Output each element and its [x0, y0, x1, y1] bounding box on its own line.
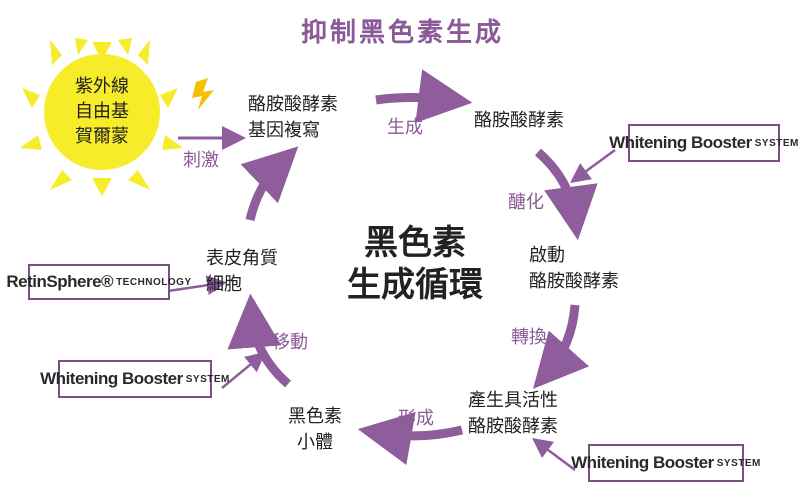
- sun-icon: [20, 38, 183, 196]
- center-label: 黑色素 生成循環: [325, 222, 505, 306]
- node-gene-line2: 基因複寫: [248, 120, 320, 141]
- node-enzyme-line1: 酪胺酸酵素: [474, 110, 564, 131]
- badge-main-text: Whitening Booster: [609, 133, 752, 152]
- label-form: 形成: [398, 408, 434, 429]
- badge-sub-text: SYSTEM: [754, 137, 799, 149]
- node-keratinocyte-line2: 細胞: [206, 274, 242, 295]
- node-active-line2: 酪胺酸酵素: [468, 416, 558, 437]
- arrow-convert: [533, 304, 590, 389]
- label-move: 移動: [272, 332, 308, 353]
- label-stimulus: 刺激: [183, 150, 219, 171]
- label-generate: 生成: [387, 117, 423, 138]
- sun-line-hormone: 賀爾蒙: [75, 126, 129, 147]
- center-line2: 生成循環: [347, 265, 483, 305]
- arrow-booster-enzyme: [569, 148, 616, 183]
- arrow-form: [357, 411, 464, 466]
- arrow-generate: [375, 69, 473, 123]
- arrow-glycosylation: [534, 148, 598, 241]
- node-melanosome: 黑色素 小體: [288, 404, 342, 456]
- node-gene-transcription: 酪胺酸酵素 基因複寫: [248, 92, 338, 144]
- node-active-line1: 產生具活性: [468, 390, 558, 411]
- node-keratinocyte: 表皮角質 細胞: [206, 246, 278, 298]
- arrow-retinsphere: [167, 275, 227, 296]
- node-active-enzyme: 產生具活性 酪胺酸酵素: [468, 388, 558, 440]
- badge-sub-text: TECHNOLOGY: [116, 276, 192, 288]
- center-line1: 黑色素: [364, 223, 466, 263]
- node-activate: 啟動 酪胺酸酵素: [529, 243, 619, 295]
- label-glycosylation: 醣化: [508, 192, 544, 213]
- node-keratinocyte-line1: 表皮角質: [206, 248, 278, 269]
- whitening-booster-badge-top: Whitening Booster SYSTEM: [609, 124, 798, 162]
- node-melanosome-line1: 黑色素: [288, 406, 342, 427]
- badge-main-text: Whitening Booster: [40, 369, 183, 388]
- badge-sub-text: SYSTEM: [185, 373, 230, 385]
- sun-text: 紫外線 自由基 賀爾蒙: [62, 74, 142, 149]
- retinsphere-badge: RetinSphere® TECHNOLOGY: [6, 264, 191, 300]
- badge-main-text: Whitening Booster: [571, 453, 714, 472]
- node-gene-line1: 酪胺酸酵素: [248, 94, 338, 115]
- label-convert: 轉換: [511, 327, 547, 348]
- page-title: 抑制黑色素生成: [300, 18, 504, 48]
- arrow-booster-keratinocyte: [221, 351, 266, 389]
- badge-sub-text: SYSTEM: [716, 457, 761, 469]
- node-activate-line2: 酪胺酸酵素: [529, 271, 619, 292]
- arrow-booster-active: [531, 438, 576, 472]
- sun-line-uv: 紫外線: [75, 76, 129, 97]
- whitening-booster-badge-left: Whitening Booster SYSTEM: [40, 360, 229, 398]
- badge-main-text: RetinSphere®: [6, 272, 114, 291]
- sun-line-free-radical: 自由基: [75, 101, 129, 122]
- node-activate-line1: 啟動: [529, 245, 565, 266]
- node-melanosome-line2: 小體: [297, 432, 333, 453]
- lightning-icon: [192, 78, 214, 110]
- whitening-booster-badge-bottom: Whitening Booster SYSTEM: [571, 444, 760, 482]
- node-enzyme: 酪胺酸酵素: [474, 108, 564, 134]
- arrow-return: [240, 146, 299, 222]
